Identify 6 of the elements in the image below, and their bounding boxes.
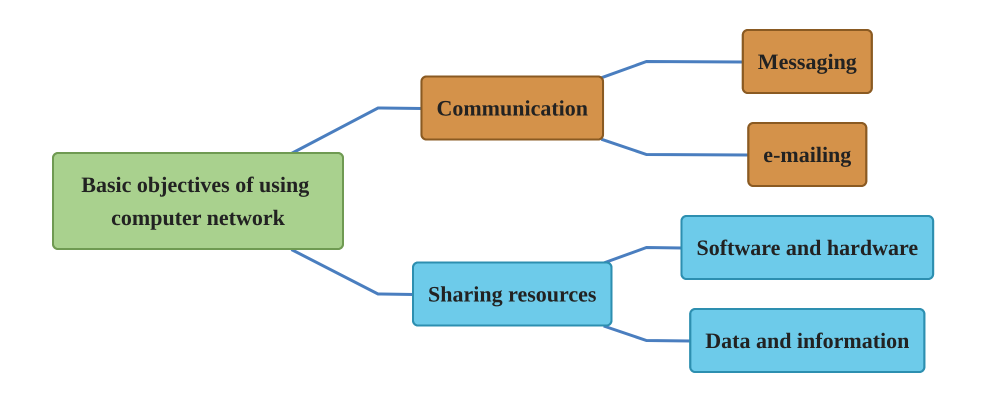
connector (290, 248, 414, 296)
connector (603, 246, 682, 264)
connector (600, 60, 744, 80)
connector (603, 324, 691, 342)
connector (600, 138, 749, 156)
connector (290, 106, 422, 155)
